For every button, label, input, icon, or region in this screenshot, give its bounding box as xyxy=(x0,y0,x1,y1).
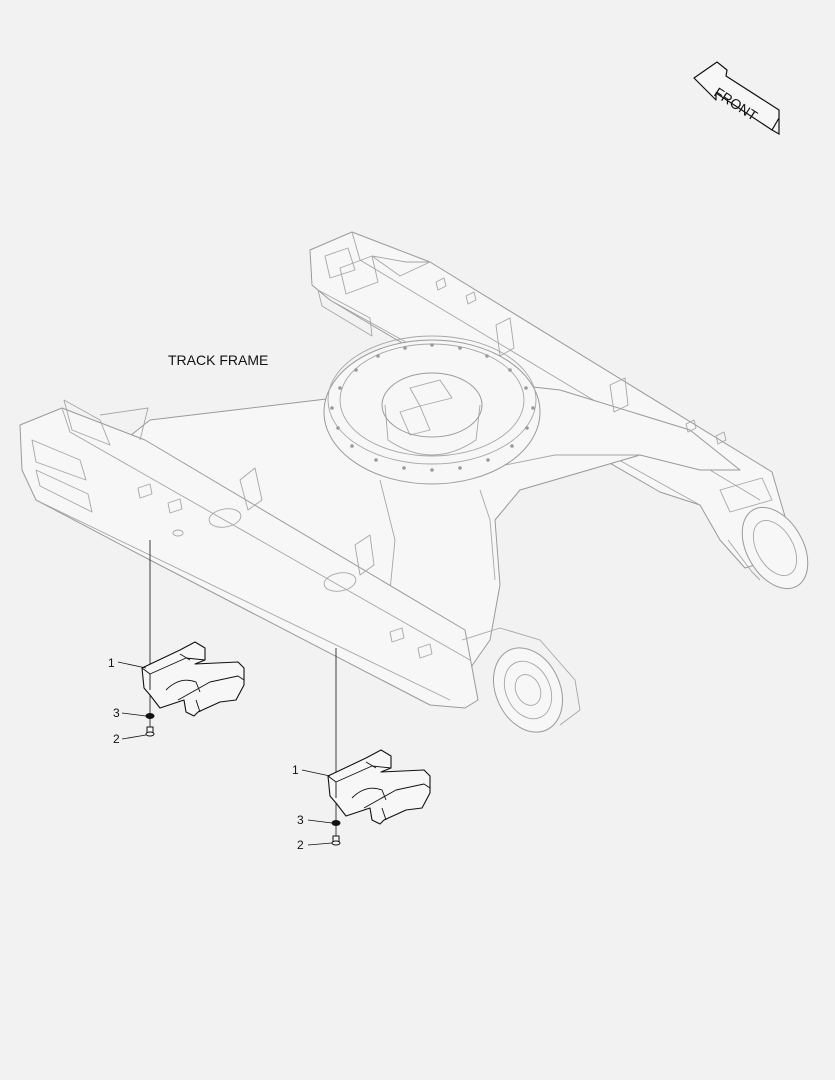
callout-left-item-1: 1 xyxy=(108,656,115,670)
callout-right-item-1: 1 xyxy=(292,763,299,777)
callout-right-item-3: 3 xyxy=(297,813,304,827)
callout-right-item-2: 2 xyxy=(297,838,304,852)
left-bolt xyxy=(145,726,155,737)
callout-left-item-3: 3 xyxy=(113,706,120,720)
diagram-title: TRACK FRAME xyxy=(168,352,268,368)
front-arrow-icon: FRONT xyxy=(693,61,780,136)
right-bolt xyxy=(331,835,341,846)
track-frame-drawing xyxy=(19,231,809,733)
callout-left-item-2: 2 xyxy=(113,732,120,746)
right-washer xyxy=(331,820,341,826)
left-track-guide xyxy=(141,641,245,717)
right-track-guide xyxy=(327,749,431,825)
left-washer xyxy=(145,713,155,719)
